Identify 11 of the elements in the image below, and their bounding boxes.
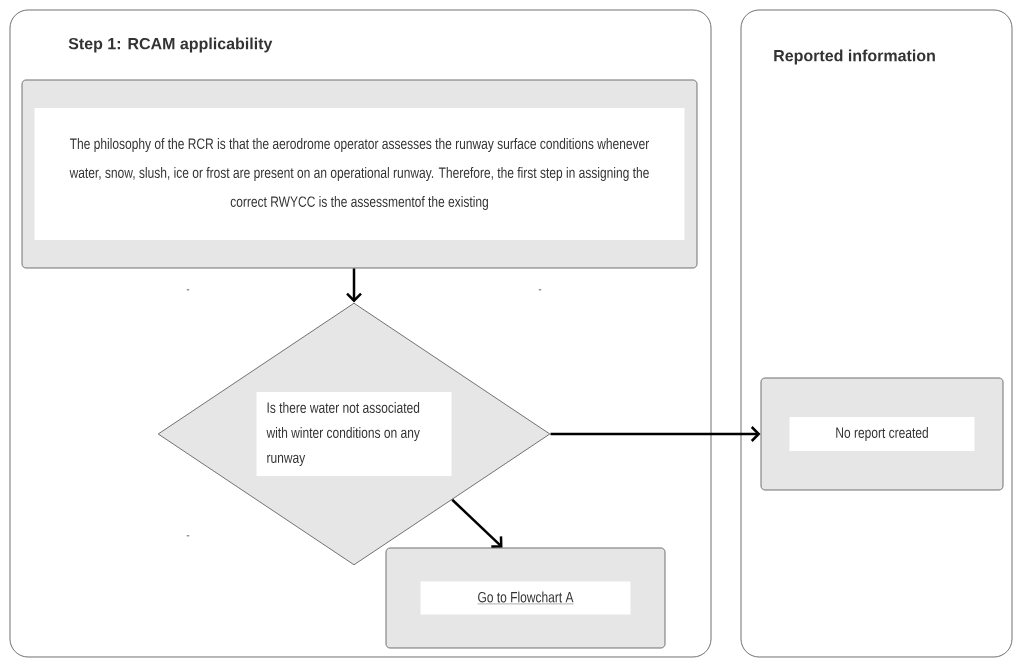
dash-mark: - xyxy=(538,289,542,291)
arrow xyxy=(346,268,362,303)
panel-title: Reported information xyxy=(774,49,935,65)
panel-title: Step 1: RCAM applicability xyxy=(68,37,273,53)
process-box: No report created xyxy=(760,377,1004,491)
arrow xyxy=(451,498,503,548)
process-box: The philosophy of the RCR is that the aerodrome operator assesses the runway surface conditions whenever water, snow, slush, ice or frost are present on an operational runway. Therefore, the first step in assigning the correct RWYCC is the assessmentof the existing xyxy=(21,79,698,269)
arrow xyxy=(550,426,761,442)
dash-mark: - xyxy=(186,289,190,291)
process-box: Go to Flowchart A xyxy=(385,547,666,649)
dash-mark: - xyxy=(186,535,190,537)
